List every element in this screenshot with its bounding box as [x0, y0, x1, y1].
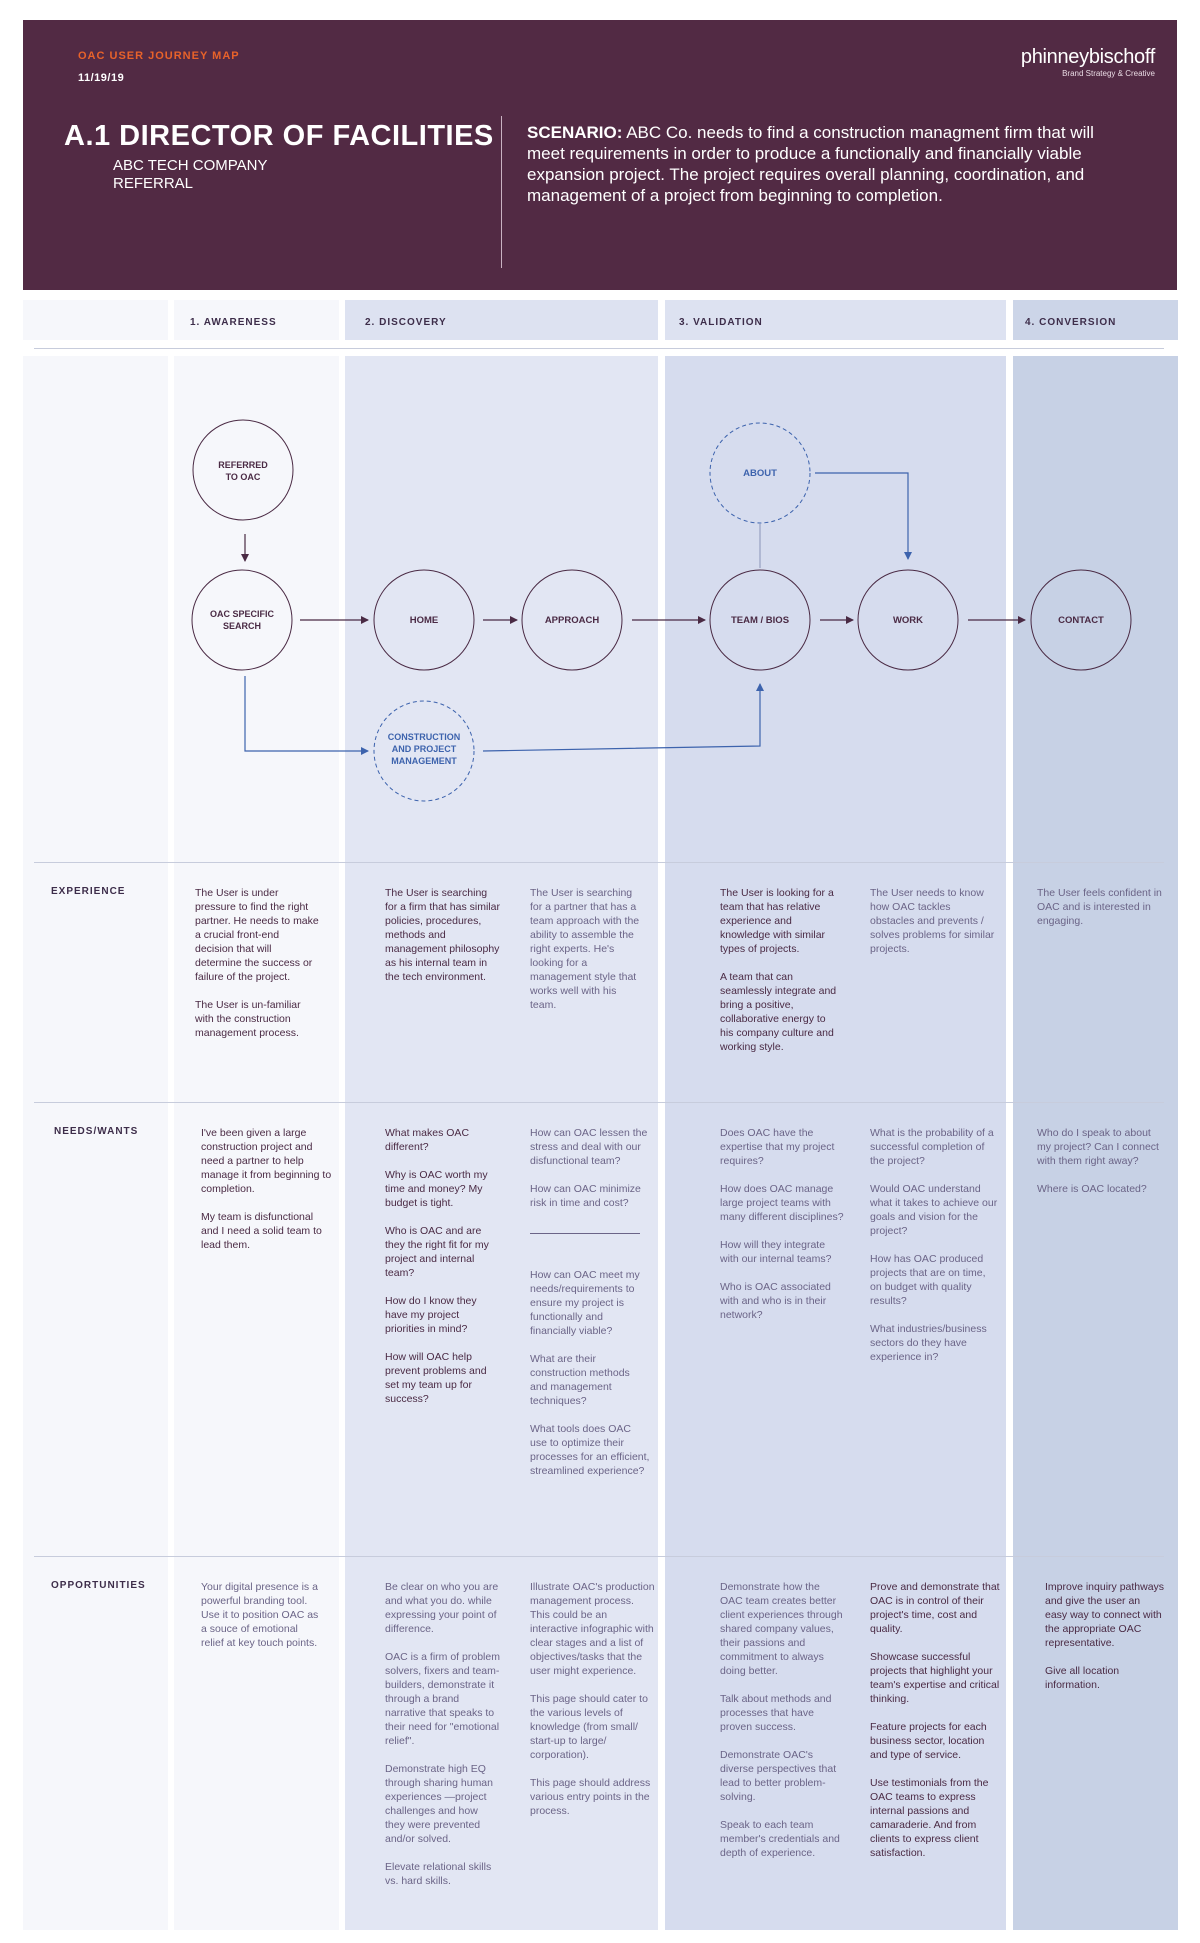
- col-labels-bg: [23, 356, 168, 1930]
- node-approach: APPROACH: [521, 569, 623, 671]
- needs-separator: [530, 1233, 640, 1234]
- journey-flow-diagram: REFERRED TO OAC OAC SPECIFIC SEARCH HOME…: [191, 419, 1132, 802]
- brand-logo: phinneybischoff: [1020, 46, 1155, 68]
- needs-text: Does OAC have the expertise that my proj…: [720, 1127, 844, 1321]
- needs-text: What is the probability of a successful …: [870, 1127, 998, 1363]
- svg-text:ABOUT: ABOUT: [743, 468, 777, 479]
- col-awareness-bg: [174, 356, 339, 1930]
- experience-text: The User is looking for a team that has …: [720, 887, 837, 1053]
- opportunities-text: Prove and demonstrate that OAC is in con…: [870, 1581, 1000, 1859]
- arrow-about-to-work: [815, 472, 912, 560]
- needs-text: How can OAC meet my needs/requirements t…: [530, 1269, 650, 1477]
- persona-source: REFERRAL: [113, 175, 194, 192]
- needs-conversion: Who do I speak to about my project? Can …: [1037, 1126, 1167, 1210]
- svg-text:REFERRED: REFERRED: [218, 460, 268, 470]
- experience-validation-work: The User needs to know how OAC tackles o…: [870, 886, 995, 970]
- stage-validation-label: 3. VALIDATION: [679, 317, 763, 328]
- experience-awareness: The User is under pressure to find the r…: [195, 886, 320, 1054]
- opportunities-validation-work: Prove and demonstrate that OAC is in con…: [870, 1580, 1000, 1874]
- experience-discovery-home: The User is searching for a firm that ha…: [385, 886, 500, 998]
- opportunities-conversion: Improve inquiry pathways and give the us…: [1045, 1580, 1165, 1706]
- experience-text: The User feels confident in OAC and is i…: [1037, 887, 1162, 927]
- svg-text:CONTACT: CONTACT: [1058, 615, 1104, 626]
- header-divider: [501, 116, 502, 268]
- needs-validation-work: What is the probability of a successful …: [870, 1126, 1000, 1378]
- node-about: ABOUT: [709, 422, 811, 524]
- experience-conversion: The User feels confident in OAC and is i…: [1037, 886, 1162, 942]
- stage-discovery-label: 2. DISCOVERY: [365, 317, 447, 328]
- col-validation-bg: [665, 356, 1006, 1930]
- row-label-needs: NEEDS/WANTS: [54, 1126, 139, 1137]
- needs-text: What makes OAC different? Why is OAC wor…: [385, 1127, 489, 1405]
- svg-text:MANAGEMENT: MANAGEMENT: [391, 756, 457, 766]
- experience-validation-team: The User is looking for a team that has …: [720, 886, 840, 1068]
- row-divider-opportunities: [34, 1556, 1164, 1557]
- opportunities-discovery-home: Be clear on who you are and what you do.…: [385, 1580, 500, 1902]
- stage-validation: 3. VALIDATION: [665, 300, 1006, 340]
- opportunities-text: Be clear on who you are and what you do.…: [385, 1581, 500, 1887]
- node-work: WORK: [857, 569, 959, 671]
- stage-awareness-label: 1. AWARENESS: [190, 317, 277, 328]
- doc-date: 11/19/19: [78, 72, 125, 84]
- node-referred: REFERRED TO OAC: [192, 419, 294, 521]
- arrow-cpm-to-team: [482, 683, 764, 752]
- persona-title: A.1 DIRECTOR OF FACILITIES: [64, 120, 494, 152]
- doc-label: OAC USER JOURNEY MAP: [78, 50, 240, 62]
- node-oac-search: OAC SPECIFIC SEARCH: [191, 569, 293, 671]
- svg-text:TEAM / BIOS: TEAM / BIOS: [731, 615, 789, 626]
- arrow-search-to-cpm: [244, 676, 369, 755]
- opportunities-text: Demonstrate how the OAC team creates bet…: [720, 1581, 843, 1859]
- experience-text: The User needs to know how OAC tackles o…: [870, 887, 995, 955]
- node-contact: CONTACT: [1030, 569, 1132, 671]
- opportunities-text: Improve inquiry pathways and give the us…: [1045, 1581, 1165, 1691]
- stage-conversion-label: 4. CONVERSION: [1025, 317, 1117, 328]
- svg-text:WORK: WORK: [893, 615, 923, 626]
- experience-text: The User is searching for a partner that…: [530, 887, 640, 1011]
- opportunities-validation-team: Demonstrate how the OAC team creates bet…: [720, 1580, 845, 1874]
- opportunities-text: Illustrate OAC's production management p…: [530, 1581, 655, 1817]
- svg-text:OAC SPECIFIC: OAC SPECIFIC: [210, 609, 275, 619]
- scenario: SCENARIO: ABC Co. needs to find a constr…: [527, 122, 1107, 206]
- opportunities-discovery-approach: Illustrate OAC's production management p…: [530, 1580, 655, 1832]
- row-label-opportunities: OPPORTUNITIES: [51, 1580, 146, 1591]
- needs-text: How can OAC lessen the stress and deal w…: [530, 1127, 648, 1209]
- experience-text: The User is searching for a firm that ha…: [385, 887, 500, 983]
- experience-text: The User is under pressure to find the r…: [195, 887, 319, 1039]
- scenario-text: ABC Co. needs to find a construction man…: [527, 123, 1094, 205]
- needs-discovery-approach-a: How can OAC lessen the stress and deal w…: [530, 1126, 652, 1224]
- svg-text:AND PROJECT: AND PROJECT: [392, 744, 457, 754]
- scenario-label: SCENARIO:: [527, 123, 623, 142]
- col-conversion-bg: [1013, 356, 1178, 1930]
- persona-company: ABC TECH COMPANY: [113, 157, 268, 174]
- needs-text: I've been given a large construction pro…: [201, 1127, 332, 1251]
- stage-conversion: 4. CONVERSION: [1013, 300, 1178, 340]
- needs-validation-team: Does OAC have the expertise that my proj…: [720, 1126, 845, 1336]
- header-banner: [23, 20, 1177, 290]
- opportunities-text: Your digital presence is a powerful bran…: [201, 1581, 319, 1649]
- needs-awareness: I've been given a large construction pro…: [201, 1126, 333, 1266]
- needs-discovery-approach-b: How can OAC meet my needs/requirements t…: [530, 1268, 650, 1492]
- row-divider-experience: [34, 862, 1164, 863]
- experience-discovery-approach: The User is searching for a partner that…: [530, 886, 645, 1026]
- svg-text:CONSTRUCTION: CONSTRUCTION: [388, 732, 461, 742]
- node-construction-management: CONSTRUCTION AND PROJECT MANAGEMENT: [373, 700, 475, 802]
- row-label-experience: EXPERIENCE: [51, 886, 126, 897]
- stage-head-blank: [23, 300, 168, 340]
- svg-text:SEARCH: SEARCH: [223, 621, 261, 631]
- row-divider-needs: [34, 1102, 1164, 1103]
- needs-text: Who do I speak to about my project? Can …: [1037, 1127, 1159, 1195]
- brand-tagline: Brand Strategy & Creative: [1062, 69, 1155, 78]
- node-home: HOME: [373, 569, 475, 671]
- col-discovery-bg: [345, 356, 658, 1930]
- opportunities-awareness: Your digital presence is a powerful bran…: [201, 1580, 321, 1664]
- svg-text:APPROACH: APPROACH: [545, 615, 600, 626]
- stage-rule: [34, 348, 1164, 349]
- stage-discovery: 2. DISCOVERY: [345, 300, 658, 340]
- needs-discovery-home: What makes OAC different? Why is OAC wor…: [385, 1126, 500, 1420]
- node-team-bios: TEAM / BIOS: [709, 569, 811, 671]
- stage-awareness: 1. AWARENESS: [174, 300, 339, 340]
- svg-text:HOME: HOME: [410, 615, 439, 626]
- svg-text:TO OAC: TO OAC: [226, 472, 261, 482]
